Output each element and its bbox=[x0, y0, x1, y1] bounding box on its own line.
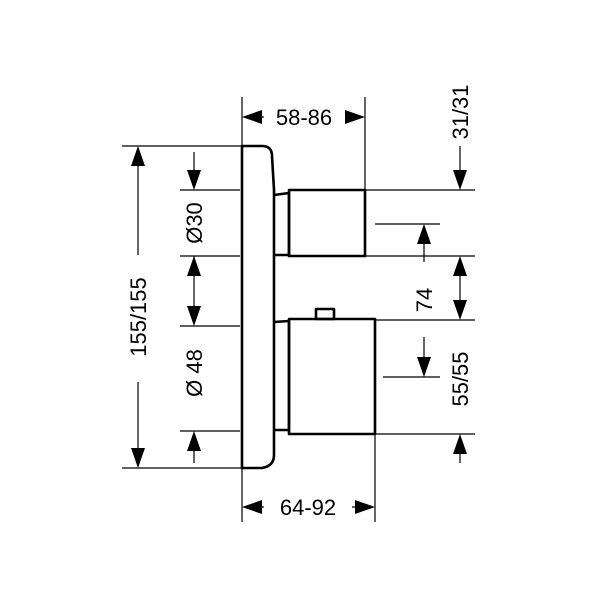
dim-upper-diameter-label: Ø30 bbox=[182, 202, 207, 244]
dimension-lower-diameter: Ø 48 bbox=[182, 276, 207, 463]
dim-height-label: 155/155 bbox=[126, 277, 151, 357]
dimension-right-bottom: 55/55 bbox=[448, 256, 473, 463]
dimension-height: 155/155 bbox=[126, 146, 151, 468]
wall-plate bbox=[240, 144, 276, 470]
dimension-bottom: 64-92 bbox=[242, 495, 375, 520]
upper-handle bbox=[273, 188, 367, 258]
dim-right-bottom-label: 55/55 bbox=[448, 351, 473, 406]
lower-handle bbox=[273, 307, 377, 436]
extension-lines bbox=[122, 97, 475, 522]
dimension-right-top: 31/31 bbox=[448, 84, 473, 190]
dim-right-top-label: 31/31 bbox=[448, 84, 473, 139]
dim-spacing-label: 74 bbox=[412, 288, 437, 312]
dimension-spacing: 74 bbox=[412, 224, 437, 377]
dimension-upper-diameter: Ø30 bbox=[182, 152, 207, 276]
dim-top-label: 58-86 bbox=[276, 105, 332, 130]
dim-lower-diameter-label: Ø 48 bbox=[182, 349, 207, 397]
dimension-top: 58-86 bbox=[242, 105, 365, 130]
dim-bottom-label: 64-92 bbox=[280, 495, 336, 520]
